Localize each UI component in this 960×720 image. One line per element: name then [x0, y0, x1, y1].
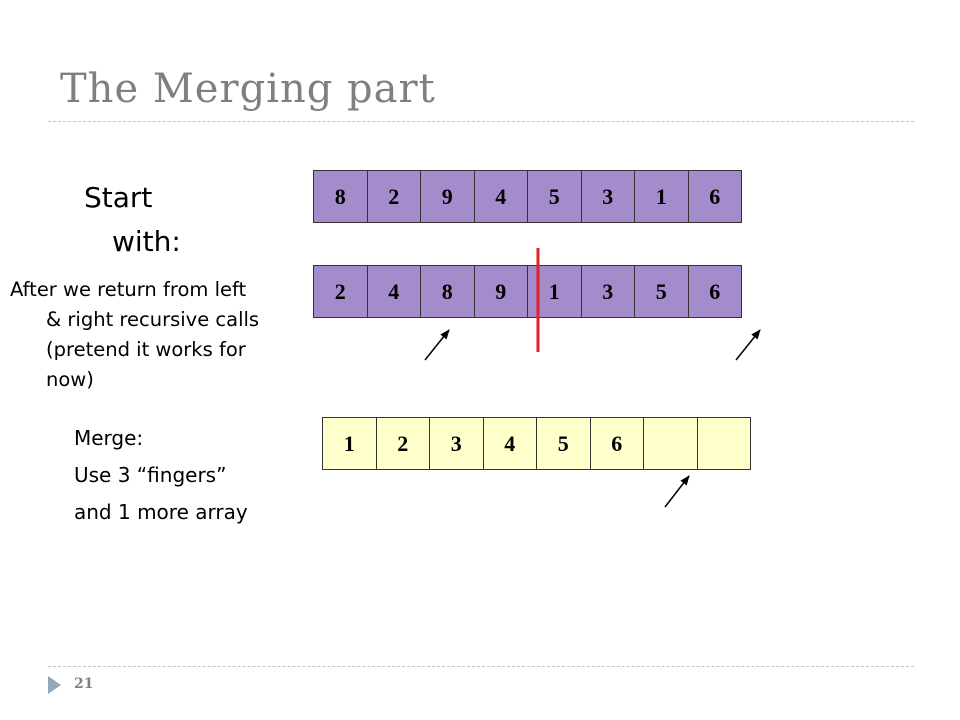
merge-text-line2: Use 3 “fingers”: [74, 463, 227, 487]
start-array-cell: 2: [366, 170, 421, 223]
merged-array-cell: [643, 417, 698, 470]
start-label-line2: with:: [112, 225, 181, 258]
left-finger-arrow: [424, 329, 450, 361]
start-array-cell: 1: [634, 170, 689, 223]
merged-array-cell: [696, 417, 751, 470]
sorted-array-cell: 6: [687, 265, 742, 318]
sorted-array-cell: 9: [473, 265, 528, 318]
merged-array-cell: 5: [536, 417, 591, 470]
slide-title: The Merging part: [60, 66, 436, 112]
after-text-line4: now): [46, 368, 94, 391]
output-finger-arrow: [664, 475, 690, 508]
page-number: 21: [74, 676, 94, 692]
after-text-line3: (pretend it works for: [46, 338, 246, 361]
sorted-array-cell: 4: [366, 265, 421, 318]
start-label-line1: Start: [84, 181, 153, 214]
sorted-array-cell: 2: [313, 265, 368, 318]
merged-array-cell: 6: [589, 417, 644, 470]
after-text-line2: & right recursive calls: [46, 308, 260, 331]
sorted-array-cell: 8: [420, 265, 475, 318]
title-divider: [48, 121, 914, 122]
merged-array-cell: 4: [482, 417, 537, 470]
start-array-cell: 8: [313, 170, 368, 223]
sorted-array-cell: 5: [634, 265, 689, 318]
footer-divider: [48, 666, 914, 667]
merge-text-line3: and 1 more array: [74, 500, 248, 524]
start-array-cell: 4: [473, 170, 528, 223]
merged-array-cell: 2: [375, 417, 430, 470]
start-array-cell: 3: [580, 170, 635, 223]
merge-text: Merge: Use 3 “fingers” and 1 more array: [74, 420, 248, 531]
merge-text-line1: Merge:: [74, 426, 144, 450]
after-text-line1: After we return from left: [10, 278, 247, 301]
after-recursion-text: After we return from left & right recurs…: [10, 275, 300, 395]
start-array-cell: 6: [687, 170, 742, 223]
sorted-array-cell: 1: [527, 265, 582, 318]
merged-array-cell: 3: [429, 417, 484, 470]
footer-triangle-icon: [48, 676, 61, 694]
start-label: Start with:: [84, 176, 181, 264]
start-array-cell: 5: [527, 170, 582, 223]
right-finger-arrow: [735, 329, 761, 361]
sorted-array-cell: 3: [580, 265, 635, 318]
